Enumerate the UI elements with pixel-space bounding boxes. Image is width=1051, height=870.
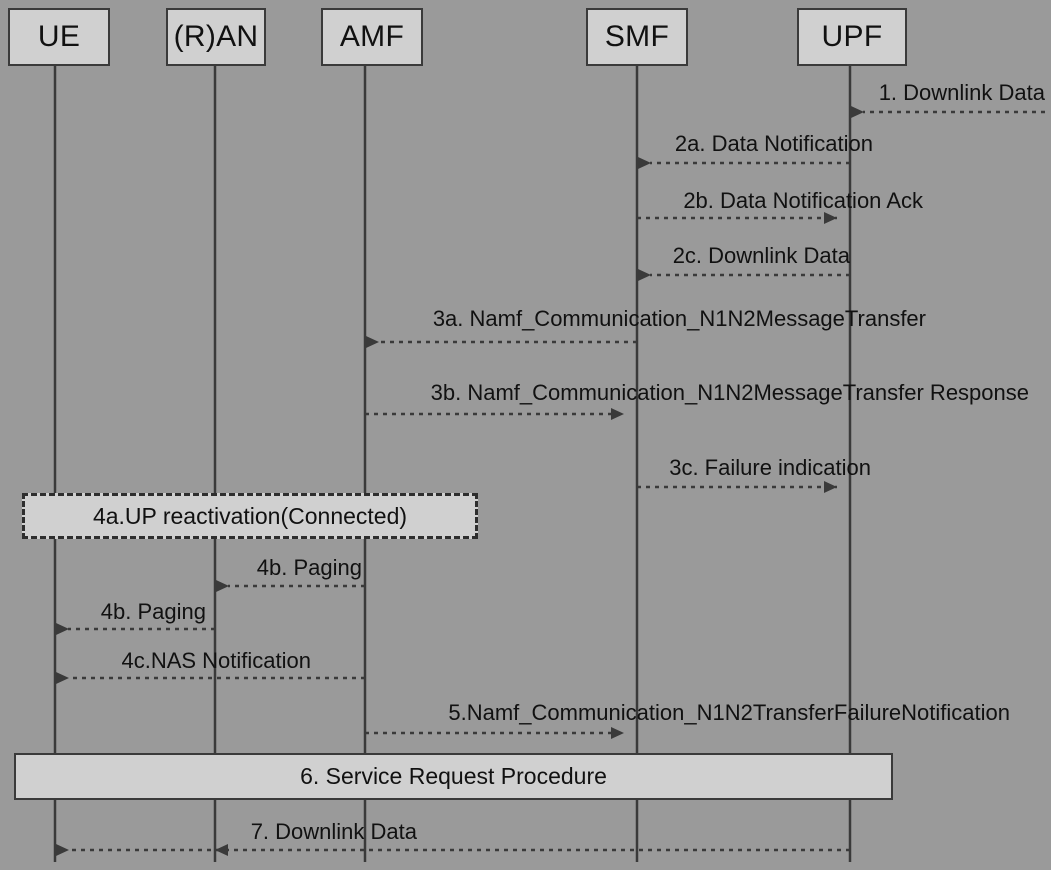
message-label-m2b: 2b. Data Notification Ack (683, 188, 923, 213)
participant-box-ran[interactable]: (R)AN (166, 8, 266, 66)
message-label-m3b: 3b. Namf_Communication_N1N2MessageTransf… (430, 380, 1029, 405)
message-label-m1: 1. Downlink Data (878, 80, 1045, 105)
lifelines-group (53, 66, 852, 862)
fragment-box-f4a[interactable]: 4a.UP reactivation(Connected) (22, 493, 478, 539)
message-label-m3a: 3a. Namf_Communication_N1N2MessageTransf… (432, 306, 926, 331)
message-arrowhead-intermediate-m7 (215, 844, 228, 856)
message-label-m5: 5.Namf_Communication_N1N2TransferFailure… (448, 700, 1010, 725)
participant-box-ue[interactable]: UE (8, 8, 110, 66)
participant-label-smf: SMF (604, 20, 670, 53)
message-label-m4c: 4c.NAS Notification (121, 648, 311, 673)
message-arrows-group (56, 106, 1045, 856)
message-label-m4b2: 4b. Paging (100, 599, 206, 624)
message-label-m7: 7. Downlink Data (250, 819, 417, 844)
participant-label-amf: AMF (339, 20, 405, 53)
participant-label-upf: UPF (821, 20, 883, 53)
message-label-m2a: 2a. Data Notification (674, 131, 873, 156)
fragment-box-f6[interactable]: 6. Service Request Procedure (14, 753, 893, 800)
message-label-m4b1: 4b. Paging (256, 555, 362, 580)
fragment-label-f6: 6. Service Request Procedure (300, 763, 607, 789)
participant-label-ran: (R)AN (173, 20, 259, 53)
participant-label-ue: UE (37, 20, 81, 53)
participant-box-amf[interactable]: AMF (321, 8, 423, 66)
fragment-label-f4a: 4a.UP reactivation(Connected) (92, 502, 408, 529)
message-label-m2c: 2c. Downlink Data (672, 243, 850, 268)
message-label-m3c: 3c. Failure indication (669, 455, 871, 480)
participant-box-upf[interactable]: UPF (797, 8, 907, 66)
participant-box-smf[interactable]: SMF (586, 8, 688, 66)
